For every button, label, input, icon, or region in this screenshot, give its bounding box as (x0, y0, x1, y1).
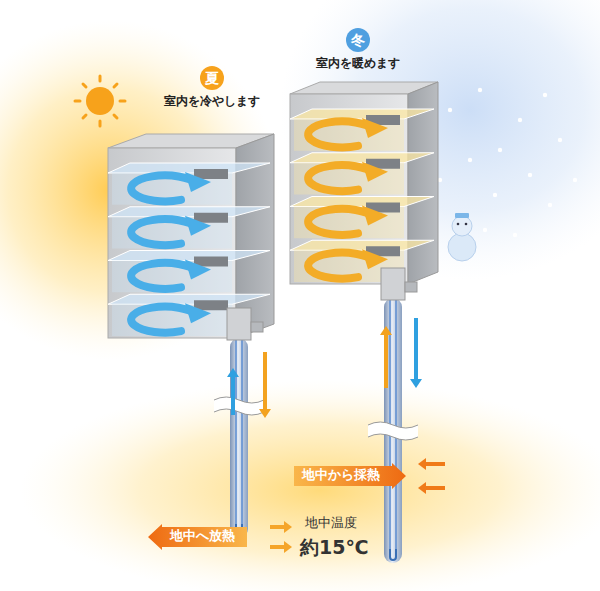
front-wall (290, 94, 408, 284)
arrow-body (294, 463, 406, 489)
flow-shaft (414, 318, 418, 380)
heat-shaft (270, 525, 285, 529)
tube (235, 338, 237, 524)
snowflake (498, 148, 502, 152)
snowflake (573, 178, 577, 182)
air-flow (308, 121, 374, 147)
flow-arrow (410, 318, 422, 388)
heat-head (418, 458, 426, 470)
snow (438, 88, 577, 237)
break-line (214, 397, 264, 403)
season-badge: 夏室内を冷やします (160, 66, 264, 110)
flow-head (227, 368, 239, 377)
snowflake (543, 93, 547, 97)
air-flow-head (185, 259, 211, 279)
ground-pipe (230, 338, 248, 538)
air-flow-head (362, 118, 388, 138)
flow-arrow (380, 326, 392, 388)
season-mark: 冬 (346, 28, 370, 52)
season-heading: 室内を暖めます (312, 55, 404, 72)
heat-label: 地中から採熱 (294, 463, 406, 487)
flow-head (380, 326, 392, 335)
air-flow (131, 175, 197, 201)
floor-slab (290, 240, 434, 250)
tube (241, 338, 243, 524)
floor-slab (108, 207, 270, 217)
snowflake (548, 203, 552, 207)
outdoor-unit (227, 308, 251, 340)
heat-arrow-label: 地中へ放熱 (148, 524, 247, 550)
snowflake (483, 228, 487, 232)
snowflake (478, 88, 482, 92)
floor-slab (290, 109, 434, 119)
floor-slab (108, 163, 270, 173)
snowflake (448, 108, 452, 112)
flow-head (259, 409, 271, 418)
heat-arrow-label: 地中から採熱 (294, 463, 406, 489)
air-flow-head (185, 172, 211, 192)
outdoor-unit (381, 268, 405, 300)
heat-head (284, 541, 292, 553)
flow-shaft (231, 376, 235, 415)
snowflake (468, 158, 472, 162)
heat-arrow (418, 482, 445, 494)
ground-temp-label: 地中温度 (305, 514, 357, 532)
heat-arrow (270, 541, 292, 553)
snowflake (513, 233, 517, 237)
heat-head (284, 521, 292, 533)
tube (395, 298, 397, 549)
air-flow-head (362, 205, 388, 225)
floor-slab (290, 197, 434, 207)
air-flow (308, 253, 374, 279)
floor-slab (108, 294, 270, 304)
heat-shaft (270, 545, 285, 549)
break-line (368, 422, 418, 428)
arrow-body (148, 524, 247, 550)
snowflake (518, 118, 522, 122)
heat-shaft (425, 486, 445, 490)
flow-arrow (227, 368, 239, 415)
break-line (368, 434, 418, 440)
flow-head (410, 379, 422, 388)
season-mark: 夏 (200, 66, 224, 90)
heat-arrow (418, 458, 445, 470)
break (214, 397, 264, 415)
building (290, 82, 438, 563)
air-flow (131, 219, 197, 245)
air-flow-head (362, 162, 388, 182)
season-heading: 室内を冷やします (160, 93, 264, 110)
snowflake (493, 193, 497, 197)
heat-arrow (270, 521, 292, 533)
air-flow-head (185, 303, 211, 323)
air-flow (308, 209, 374, 235)
break-line (214, 409, 264, 415)
snowflake (558, 138, 562, 142)
air-flow (308, 165, 374, 191)
u-tube (390, 549, 396, 560)
ground-temp-value: 約15℃ (300, 535, 368, 561)
snowflake (528, 173, 532, 177)
flow-shaft (384, 334, 388, 388)
floor-slab (290, 153, 434, 163)
flow-arrow (259, 352, 271, 418)
floor-slab (108, 251, 270, 261)
heat-head (418, 482, 426, 494)
season-badge: 冬室内を暖めます (312, 28, 404, 72)
outdoor-unit (405, 282, 417, 292)
air-flow-head (362, 249, 388, 269)
flow-shaft (263, 352, 267, 410)
building (108, 134, 274, 538)
outdoor-unit (251, 322, 263, 332)
snowman (448, 213, 476, 261)
air-flow (131, 263, 197, 289)
break (368, 422, 418, 440)
heat-shaft (425, 462, 445, 466)
front-wall (108, 148, 236, 338)
sun (75, 76, 125, 126)
air-flow-head (185, 216, 211, 236)
air-flow (131, 307, 197, 333)
heat-label: 地中へ放熱 (148, 524, 247, 548)
